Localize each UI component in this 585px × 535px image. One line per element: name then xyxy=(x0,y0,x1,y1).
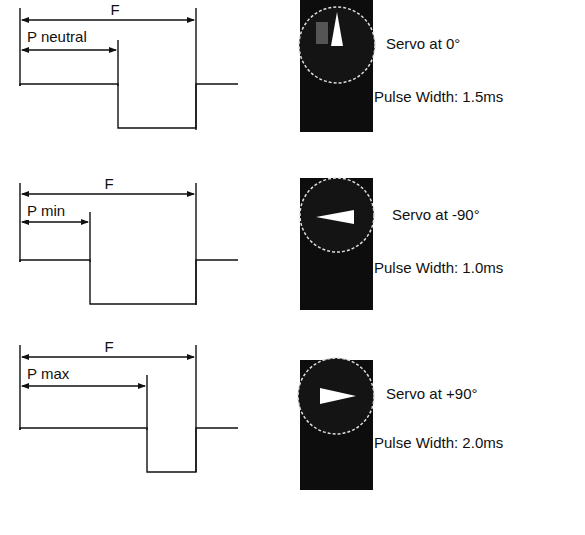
pulse-width-value: Pulse Width: 1.0ms xyxy=(374,260,503,277)
pulse-width-label: P min xyxy=(25,203,67,220)
signal-period-label: F xyxy=(104,176,113,193)
pulse-width-label: P neutral xyxy=(25,29,89,46)
servo-angle-label: Servo at 0° xyxy=(386,36,460,53)
pulse-width-label: P max xyxy=(25,366,71,383)
servo-angle-label: Servo at -90° xyxy=(392,207,480,224)
pulse-width-value: Pulse Width: 1.5ms xyxy=(374,89,503,106)
signal-period-label: F xyxy=(110,2,119,19)
pulse-width-value: Pulse Width: 2.0ms xyxy=(374,435,503,452)
servo-angle-label: Servo at +90° xyxy=(386,386,477,403)
signal-period-label: F xyxy=(104,339,113,356)
